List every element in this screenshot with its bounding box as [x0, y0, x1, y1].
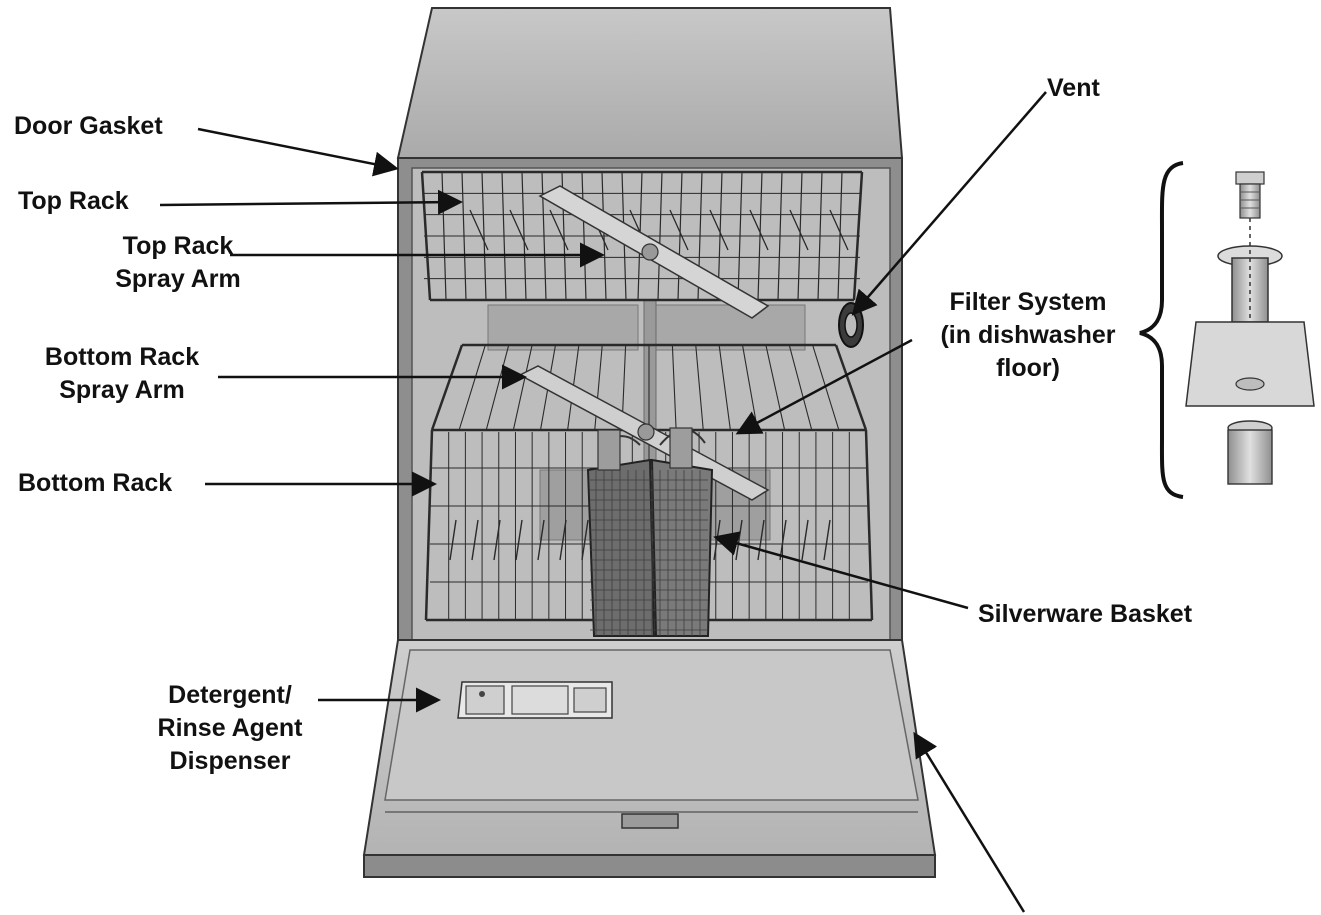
dishwasher-top-panel: [396, 7, 904, 159]
rack-wire: [430, 344, 464, 431]
silverware-basket-arrow: [713, 531, 969, 610]
label-line: Bottom Rack: [44, 343, 200, 371]
top-rack-icon: [420, 170, 864, 302]
label-line: floor): [996, 354, 1060, 382]
rack-wire: [789, 209, 809, 251]
door-gasket-arrow: [197, 127, 399, 177]
door-latch: [621, 813, 679, 829]
silverware-basket-icon: [586, 427, 714, 637]
label-top-rack: Top Rack: [18, 187, 129, 215]
rack-wire: [757, 519, 765, 561]
rack-wire: [515, 519, 523, 561]
label-line: Spray Arm: [59, 376, 185, 404]
label-line: Dispenser: [169, 747, 291, 775]
rack-wire: [669, 209, 689, 251]
rack-wire: [485, 344, 510, 431]
rack-wire: [559, 519, 567, 561]
rack-wire: [749, 209, 769, 251]
rack-wire: [801, 519, 809, 561]
rack-wire: [779, 519, 787, 561]
label-line: Top Rack: [122, 232, 234, 260]
rack-wire: [581, 519, 589, 561]
rack-wire: [671, 344, 677, 431]
rack-wire: [509, 209, 529, 251]
door-arrow: [913, 731, 1026, 913]
rack-wire: [864, 429, 874, 621]
top-rack-arrow: [159, 189, 463, 215]
rack-wire: [449, 519, 457, 561]
detergent-dispenser-icon: [457, 681, 613, 719]
label-vent: Vent: [1047, 74, 1100, 102]
rack-wire: [493, 519, 501, 561]
rack-wire: [424, 429, 434, 621]
rack-wire: [549, 209, 569, 251]
rack-wire: [834, 344, 868, 431]
rack-wire: [537, 519, 545, 561]
label-top-rack-spray-arm: Top Rack Spray Arm: [98, 230, 258, 296]
label-door-gasket: Door Gasket: [14, 112, 163, 140]
rack-wire: [709, 209, 729, 251]
filter-system-arrow: [735, 338, 913, 435]
label-silverware-basket: Silverware Basket: [978, 600, 1193, 628]
curly-brace-icon: [1139, 161, 1184, 499]
filter-assembly-icon: [1185, 171, 1315, 485]
rack-wire: [718, 344, 731, 431]
label-line: Rinse Agent: [157, 714, 303, 742]
vent-arrow: [851, 91, 1047, 316]
callout-arrows: [159, 91, 1047, 913]
rack-wire: [823, 519, 831, 561]
label-bottom-rack: Bottom Rack: [18, 469, 173, 497]
rack-wire: [471, 519, 479, 561]
top-rack-spray-arm-icon: [538, 185, 770, 319]
label-filter-system: Filter System (in dishwasher floor): [918, 286, 1138, 385]
rack-wire: [829, 209, 849, 251]
rack-wire: [788, 344, 813, 431]
label-line: Spray Arm: [115, 265, 241, 293]
rack-wire: [469, 209, 489, 251]
rack-wire: [458, 344, 486, 431]
rack-wire: [695, 344, 704, 431]
label-bottom-rack-spray-arm: Bottom Rack Spray Arm: [30, 341, 214, 407]
vent-icon: [838, 302, 864, 348]
label-line: Filter System: [949, 288, 1107, 316]
label-line: (in dishwasher: [940, 321, 1116, 349]
label-line: Detergent/: [168, 681, 292, 709]
rack-wire: [765, 344, 786, 431]
label-detergent-dispenser: Detergent/ Rinse Agent Dispenser: [140, 679, 320, 778]
